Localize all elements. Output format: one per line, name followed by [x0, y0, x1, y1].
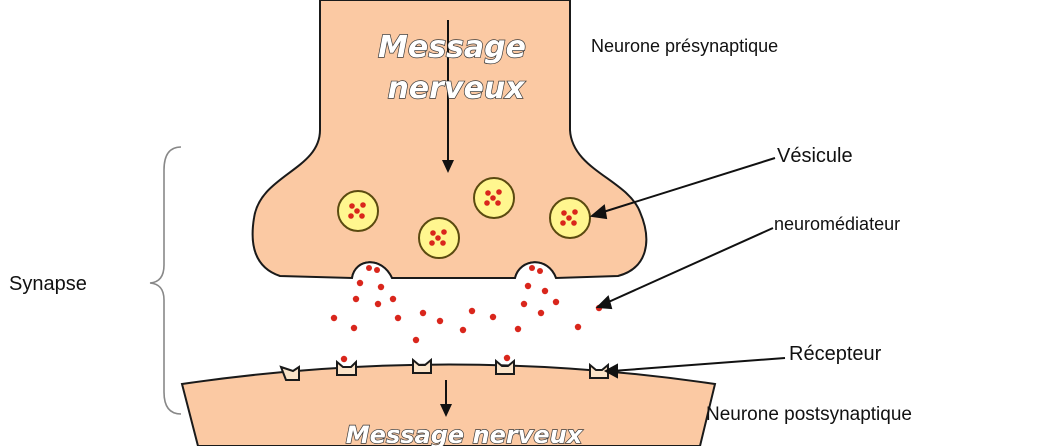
vesicle	[338, 191, 378, 231]
message-top-line1: Message	[378, 30, 526, 65]
receptor-pointer	[612, 358, 785, 371]
synapse-label: Synapse	[9, 273, 87, 295]
vesicle	[550, 198, 590, 238]
receptor-label: Récepteur	[789, 343, 882, 365]
vesicle-pointer	[600, 158, 775, 213]
receptor	[337, 362, 356, 375]
receptor	[413, 360, 431, 373]
vesicle-label: Vésicule	[777, 145, 853, 167]
vesicle	[474, 178, 514, 218]
vesicle	[419, 218, 459, 258]
postsynaptic-label: Neurone postsynaptique	[706, 404, 912, 425]
presynaptic-label: Neurone présynaptique	[591, 36, 778, 56]
message-bottom: Message nerveux	[346, 421, 584, 446]
message-top-line2: nerveux	[387, 71, 526, 106]
receptor	[496, 361, 514, 374]
neurotransmitter-dots	[331, 280, 602, 362]
synapse-brace	[150, 147, 181, 414]
neurotransmitter-label: neuromédiateur	[774, 214, 900, 234]
